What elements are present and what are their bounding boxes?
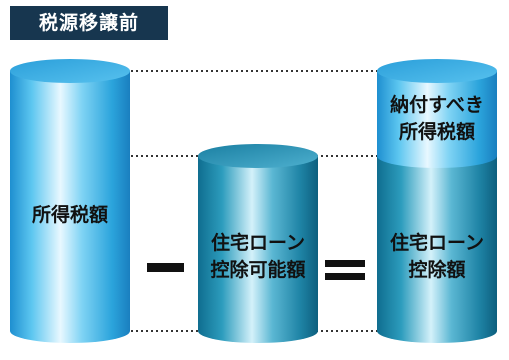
cylinder-income-tax-label: 所得税額	[32, 203, 108, 226]
cylinder-result-bottom-label-line2: 控除額	[408, 258, 465, 281]
cylinder-deductible-label-line1: 住宅ローン	[211, 231, 305, 254]
equals-sign	[325, 260, 365, 280]
cylinder-result-top-label-line1: 納付すべき	[390, 93, 484, 116]
cylinder-result-top-label-line2: 所得税額	[399, 120, 475, 143]
cylinder-income-tax: 所得税額	[10, 59, 130, 343]
minus-sign	[147, 263, 184, 272]
cylinder-result: 納付すべき 所得税額 住宅ローン 控除額	[377, 59, 497, 343]
page-title: 税源移譲前	[38, 12, 139, 34]
cylinder-deductible: 住宅ローン 控除可能額	[198, 144, 318, 343]
cylinder-deductible-label-line2: 控除可能額	[210, 258, 305, 281]
cylinder-result-bottom-label-line1: 住宅ローン	[390, 231, 484, 254]
title-badge: 税源移譲前	[10, 6, 168, 40]
